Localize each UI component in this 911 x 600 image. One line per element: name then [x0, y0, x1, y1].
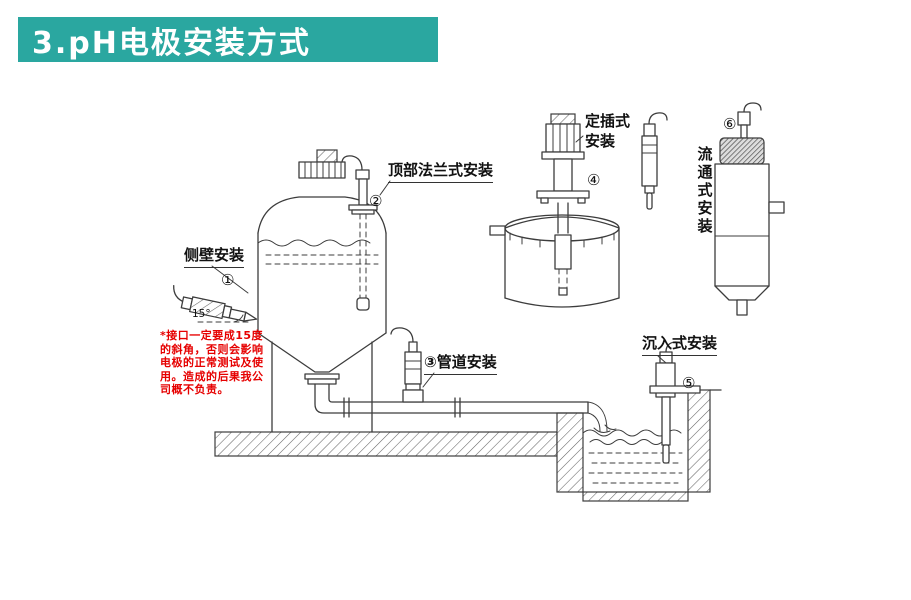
warning-line-2: 的斜角，否则会影响 [160, 342, 264, 356]
section-header: 3.pH电极安装方式 [18, 17, 438, 62]
tank-vessel [257, 149, 387, 433]
label-immersion-install: 沉入式安装 [642, 334, 718, 356]
warning-note: *接口一定要成15度 的斜角，否则会影响 电极的正常测试及使 用。造成的后果我公… [160, 329, 264, 397]
top-flange-electrode [341, 155, 378, 311]
ground-hatching [214, 389, 722, 502]
label-flow-through-install: 流通式安装 [695, 146, 714, 236]
label-angle-15deg: 15° [192, 308, 211, 320]
label-fixed-insert-number: ④ [587, 171, 601, 189]
warning-line-1: *接口一定要成15度 [160, 329, 264, 342]
section-title: 3.pH电极安装方式 [32, 25, 311, 61]
side-wall-electrode [173, 285, 258, 323]
warning-line-4: 用。造成的后果我公 [160, 369, 264, 383]
label-flow-through-number: ⑥ [723, 115, 737, 133]
label-immersion-number: ⑤ [682, 374, 696, 392]
warning-line-5: 司概不负责。 [160, 383, 229, 396]
warning-line-3: 电极的正常测试及使 [160, 356, 264, 369]
label-side-wall-install: 侧壁安装 [184, 246, 245, 268]
label-pipeline-number: ③ [424, 353, 437, 371]
label-pipeline-text: 管道安装 [436, 353, 497, 371]
label-top-flange-number: ② [369, 192, 383, 210]
label-side-wall-number: ① [221, 271, 235, 289]
label-top-flange-install: 顶部法兰式安装 [388, 161, 494, 183]
fixed-insert-assembly [489, 113, 620, 308]
label-fixed-insert-install: 定插式安装 [585, 112, 631, 150]
pipeline-electrode [390, 327, 424, 403]
portable-electrode [641, 112, 668, 210]
drain-pipe [314, 383, 589, 418]
label-pipeline-install: ③管道安装 [424, 353, 497, 375]
flow-cell-assembly [714, 102, 785, 316]
angle-arc [233, 314, 244, 323]
label-leader-lines [211, 135, 667, 388]
